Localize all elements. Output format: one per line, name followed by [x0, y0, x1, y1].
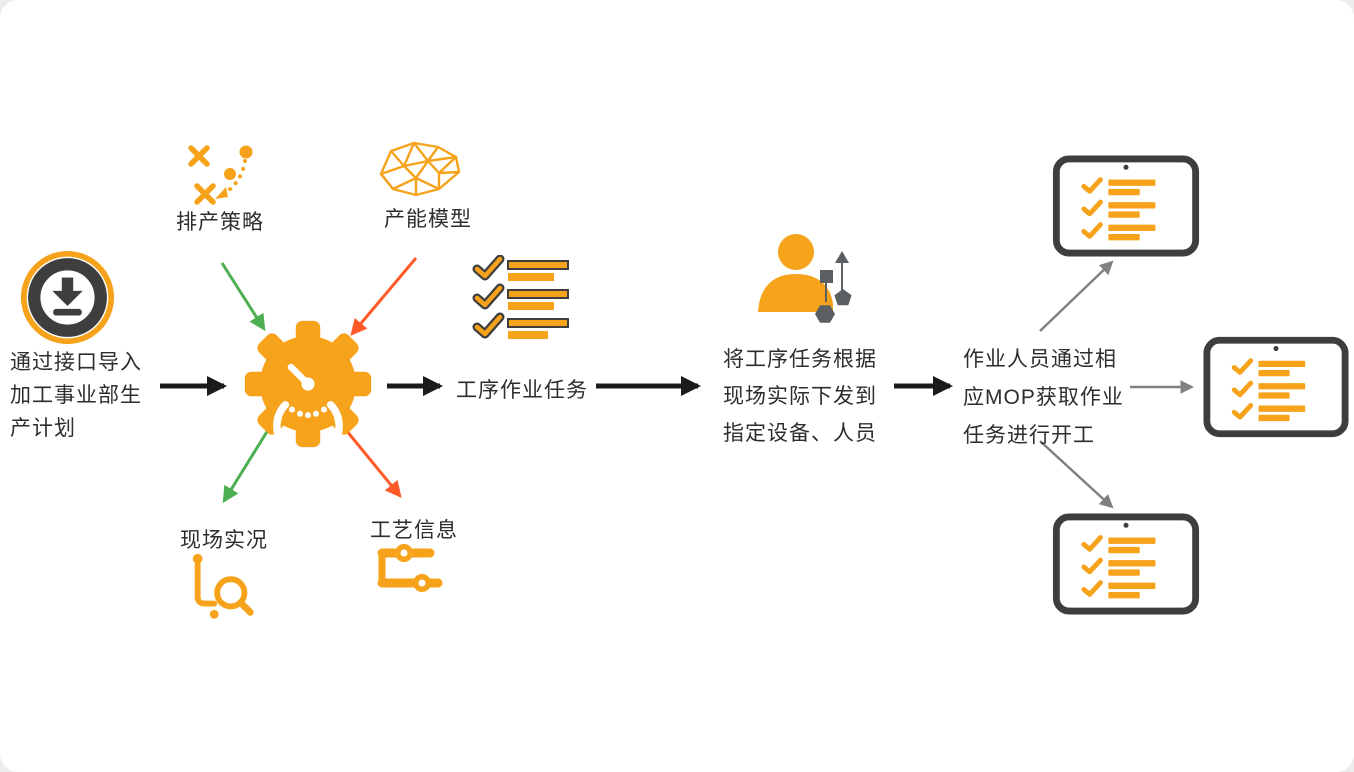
search-live-icon	[184, 548, 262, 624]
capacity-model-label: 产能模型	[384, 208, 472, 231]
process-flow-icon	[374, 540, 446, 598]
import-plan-text: 通过接口导入 加工事业部生 产计划	[10, 351, 142, 440]
mesh-model-icon	[376, 138, 464, 202]
tablet-top-icon	[1052, 155, 1200, 257]
checklist-icon	[472, 255, 574, 347]
process-info-label: 工艺信息	[370, 519, 458, 542]
operation-tasks-label: 工序作业任务	[456, 379, 588, 402]
mop-text: 作业人员通过相 应MOP获取作业 任务进行开工	[963, 348, 1124, 447]
tablet-middle-icon	[1203, 334, 1349, 440]
arrow-mop-to-tablet-top	[1039, 260, 1114, 332]
strategy-label: 排产策略	[176, 211, 264, 234]
gear-gauge-icon	[242, 318, 374, 450]
dispatch-text: 将工序任务根据 现场实际下发到 指定设备、人员	[723, 348, 877, 445]
tablet-bottom-icon	[1052, 513, 1200, 615]
site-live-label: 现场实况	[180, 529, 268, 552]
download-import-icon	[20, 250, 115, 345]
strategy-icon	[183, 140, 261, 208]
worker-icon	[752, 226, 864, 334]
